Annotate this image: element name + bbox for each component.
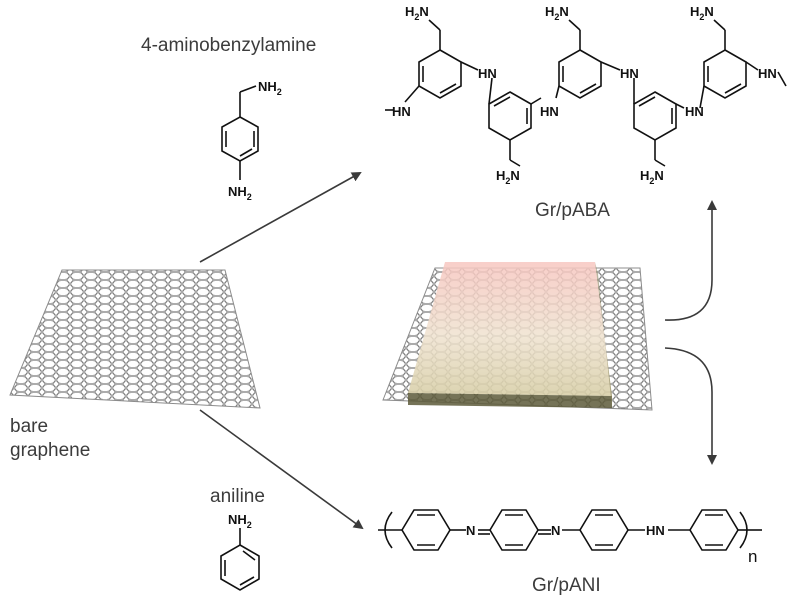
- bare-label-line2: graphene: [10, 440, 91, 461]
- curved-arrow-down: [664, 347, 717, 465]
- svg-text:H2N: H2N: [545, 4, 569, 22]
- svg-text:H2N: H2N: [405, 4, 429, 22]
- arrow-to-pANI: [199, 409, 364, 530]
- pABA-ring-1: [418, 49, 462, 99]
- bare-graphene-sheet: [9, 269, 261, 409]
- svg-text:N: N: [466, 523, 475, 538]
- svg-text:HN: HN: [392, 104, 411, 119]
- svg-text:H2N: H2N: [496, 168, 520, 186]
- svg-text:H2N: H2N: [640, 168, 664, 186]
- curved-arrow-up: [664, 200, 717, 321]
- svg-text:n: n: [748, 547, 757, 566]
- pABA-polymer-structure: HN HN HN HN HN HN H2N H2N H2N H2N H2N: [385, 4, 787, 186]
- svg-text:NH2: NH2: [228, 512, 252, 530]
- monomer1-label: 4-aminobenzylamine: [141, 35, 317, 56]
- product-bottom-label: Gr/pANI: [532, 575, 601, 596]
- pANI-ring-3: [579, 509, 629, 551]
- pANI-polymer-structure: N N HN n: [378, 509, 762, 566]
- pANI-ring-2: [489, 509, 539, 551]
- pABA-ring-5: [703, 49, 747, 99]
- svg-text:HN: HN: [478, 66, 497, 81]
- svg-text:H2N: H2N: [690, 4, 714, 22]
- arrow-to-pABA: [199, 172, 362, 263]
- svg-text:HN: HN: [620, 66, 639, 81]
- svg-text:N: N: [551, 523, 560, 538]
- svg-text:HN: HN: [646, 523, 665, 538]
- pABA-ring-4: [633, 91, 677, 141]
- aniline-structure: NH2: [220, 512, 260, 591]
- svg-text:HN: HN: [540, 104, 559, 119]
- 4-aminobenzylamine-structure: NH2 NH2: [221, 79, 282, 202]
- svg-text:NH2: NH2: [258, 79, 282, 97]
- svg-text:NH2: NH2: [228, 184, 252, 202]
- pANI-ring-1: [401, 509, 451, 551]
- pANI-ring-4: [689, 509, 739, 551]
- monomer2-label: aniline: [210, 486, 265, 507]
- bare-label-line1: bare: [10, 416, 49, 437]
- pABA-ring-2: [488, 91, 532, 141]
- svg-text:HN: HN: [758, 66, 777, 81]
- pABA-ring-3: [558, 49, 602, 99]
- product-top-label: Gr/pABA: [535, 200, 610, 221]
- svg-text:HN: HN: [685, 104, 704, 119]
- coated-graphene-sheet: [382, 262, 653, 411]
